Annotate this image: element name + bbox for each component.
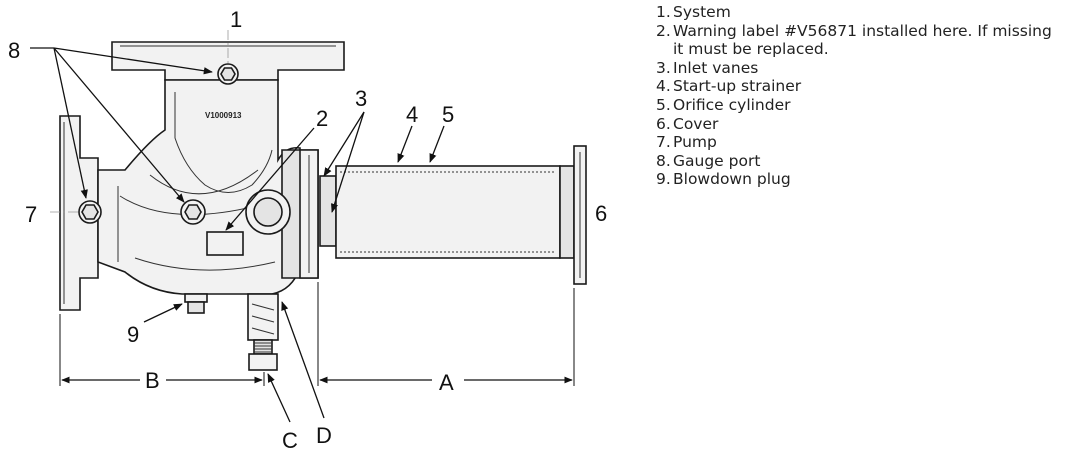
- callout-2: 2: [316, 106, 328, 131]
- drain-fitting: [247, 293, 279, 371]
- legend-item: 8.Gauge port: [656, 152, 1053, 171]
- end-cover: [559, 145, 587, 285]
- legend-item-text: Blowdown plug: [673, 170, 791, 189]
- legend-item: 7.Pump: [656, 133, 1053, 152]
- legend-item-text: Orifice cylinder: [673, 95, 791, 114]
- legend-item-text: Cover: [673, 114, 719, 133]
- callout-8: 8: [8, 38, 20, 63]
- legend-item: 9.Blowdown plug: [656, 170, 1053, 189]
- legend-item-text: Gauge port: [673, 151, 761, 170]
- inlet-boss: [245, 189, 291, 235]
- warning-label: [206, 231, 244, 256]
- blowdown-plug: [184, 293, 208, 314]
- legend-item-text: System: [673, 3, 731, 21]
- legend-item-text: Start-up strainer: [673, 77, 802, 96]
- callout-5: 5: [442, 102, 454, 127]
- dimension-lines: [59, 282, 575, 386]
- callout-1: 1: [230, 7, 242, 32]
- dimension-b-label: B: [145, 368, 160, 393]
- legend-item-number: 5.: [656, 95, 671, 114]
- legend-item-text: Pump: [673, 133, 717, 152]
- valve-body: V1000913: [97, 79, 301, 295]
- callout-3: 3: [355, 86, 367, 111]
- body-stamp: V1000913: [205, 111, 242, 120]
- legend-item-text: Inlet vanes: [673, 58, 759, 77]
- gauge-port-top: [217, 63, 239, 85]
- legend-item: 5.Orifice cylinder: [656, 96, 1053, 115]
- legend-item-number: 9.: [656, 170, 671, 189]
- gauge-port-left: [78, 200, 102, 224]
- legend-item-text: Warning label #V56871 installed here. If…: [673, 21, 1052, 59]
- legend-item: 3.Inlet vanes: [656, 59, 1053, 78]
- strainer-cylinder: [335, 165, 561, 259]
- legend-item-number: 1.: [656, 3, 671, 21]
- callout-9: 9: [127, 322, 139, 347]
- callout-4: 4: [406, 102, 418, 127]
- legend-item: 4.Start-up strainer: [656, 77, 1053, 96]
- dimension-a-label: A: [439, 370, 454, 395]
- legend-item: 1.System: [656, 3, 1053, 22]
- legend-item: 2.Warning label #V56871 installed here. …: [656, 22, 1053, 59]
- side-boss: [281, 149, 319, 279]
- leader-lines: [30, 47, 445, 423]
- dimension-d-label: D: [316, 423, 332, 448]
- legend-item-number: 4.: [656, 77, 671, 96]
- legend-item-number: 6.: [656, 114, 671, 133]
- legend-item: 6.Cover: [656, 115, 1053, 134]
- legend-item-number: 7.: [656, 133, 671, 152]
- dimension-c-label: C: [282, 428, 298, 453]
- legend-item-number: 2.: [656, 21, 671, 40]
- gauge-port-front: [180, 199, 206, 225]
- legend-item-number: 8.: [656, 151, 671, 170]
- callout-6: 6: [595, 201, 607, 226]
- inlet-vanes: [319, 175, 337, 247]
- legend-item-number: 3.: [656, 58, 671, 77]
- callout-7: 7: [25, 202, 37, 227]
